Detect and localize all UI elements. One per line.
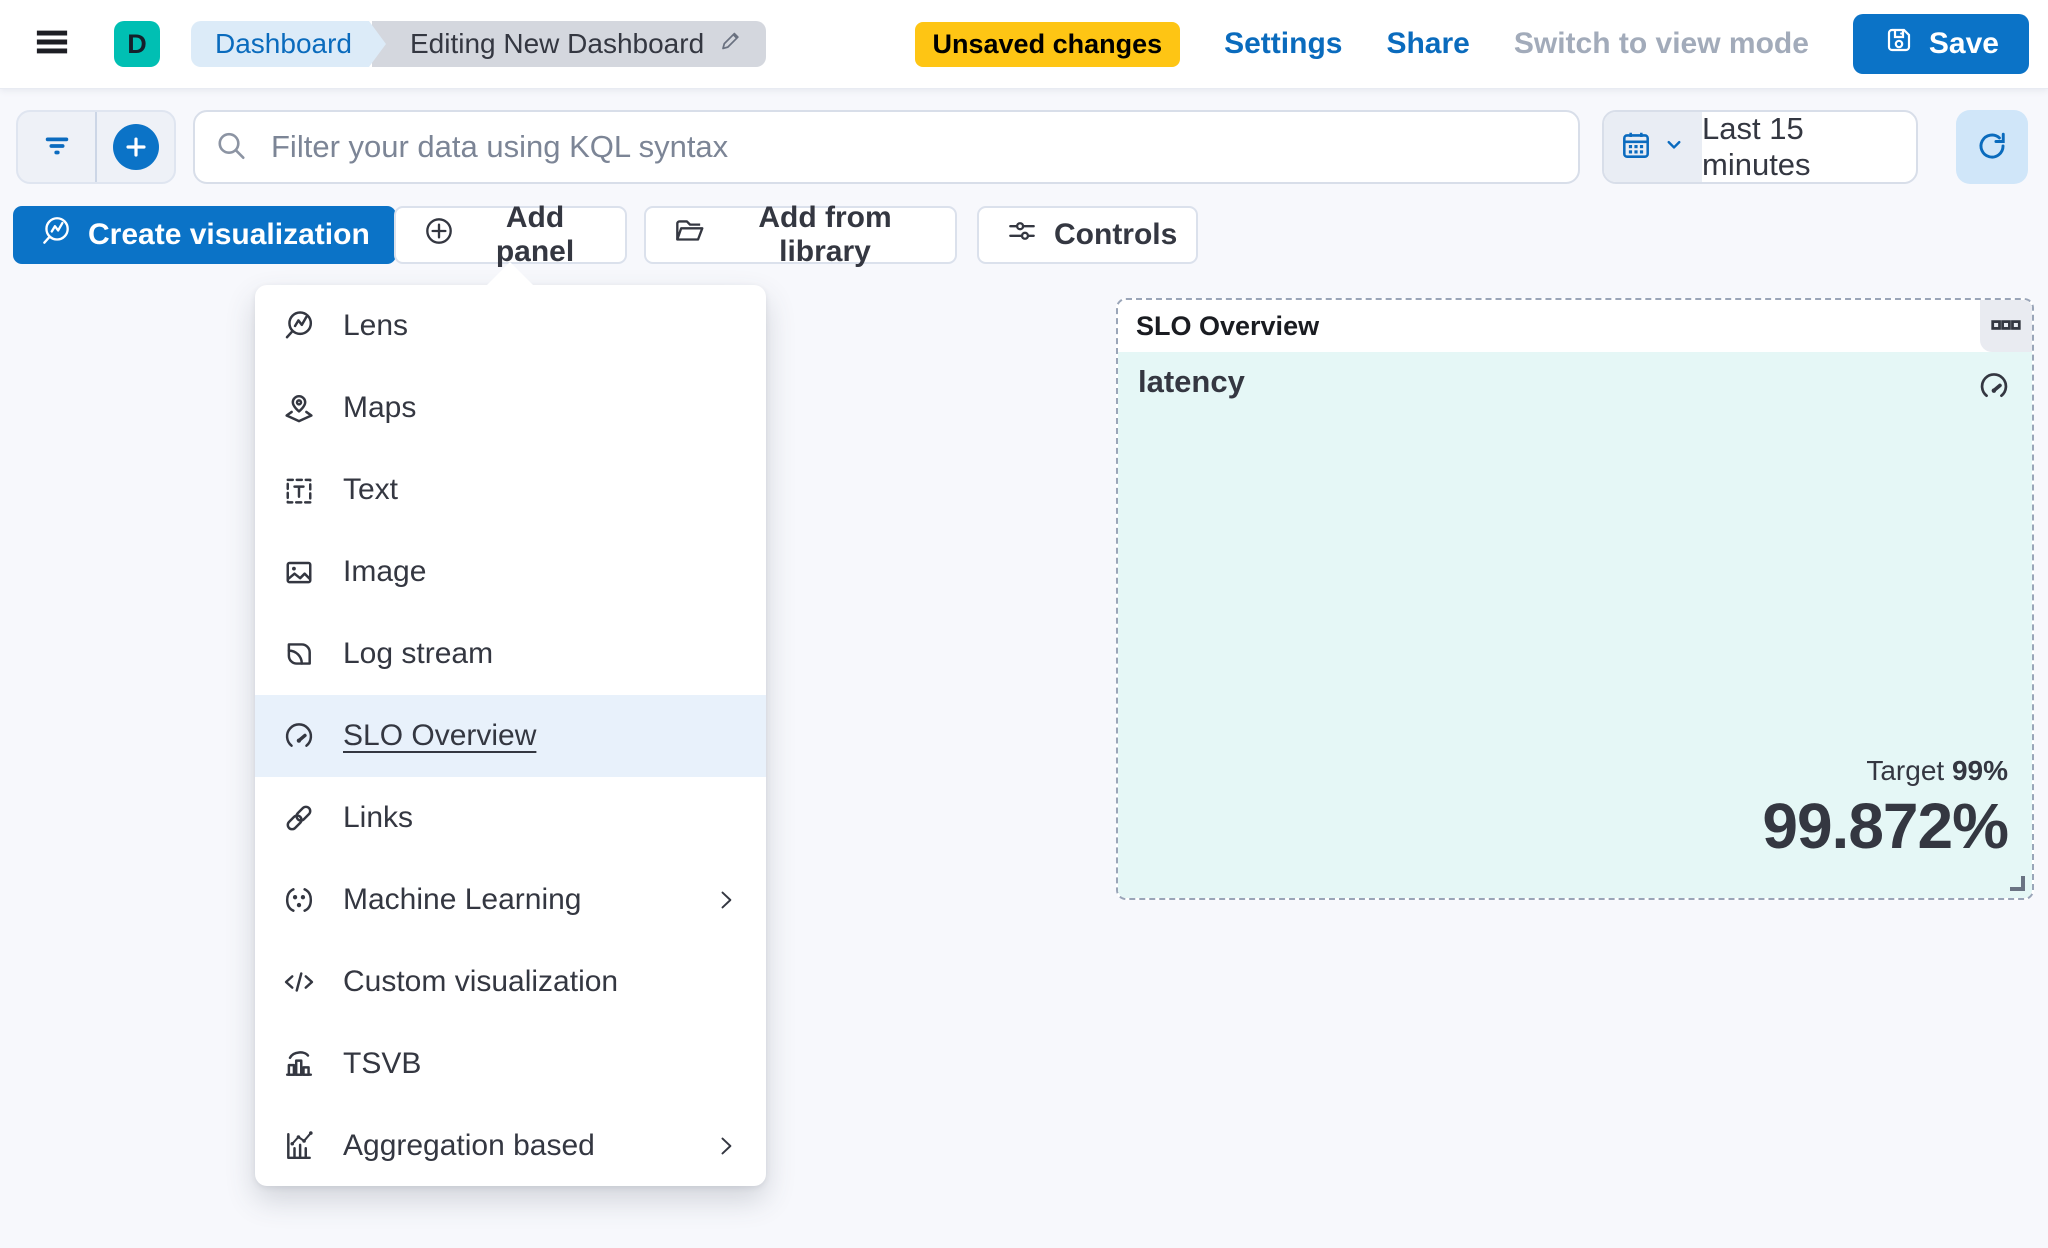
maps-icon (281, 390, 317, 426)
menu-item-label: Lens (343, 309, 409, 342)
menu-item-label: Maps (343, 391, 417, 424)
divider (95, 112, 97, 182)
unsaved-changes-badge: Unsaved changes (914, 21, 1181, 67)
menu-item-tsvb[interactable]: TSVB (255, 1023, 766, 1105)
pencil-icon (716, 27, 744, 62)
time-range-picker: Last 15 minutes (1602, 110, 1918, 184)
space-avatar[interactable]: D (114, 21, 160, 67)
slo-overview-panel: SLO Overview latency Target 99% 99.872% (1116, 298, 2034, 900)
image-icon (281, 554, 317, 590)
menu-item-lens[interactable]: Lens (255, 285, 766, 367)
tsvb-icon (281, 1046, 317, 1082)
menu-item-label: Aggregation based (343, 1129, 595, 1162)
sli-value: 99.872% (1762, 790, 2009, 862)
target-label: Target (1866, 755, 1945, 786)
controls-button[interactable]: Controls (977, 206, 1198, 264)
controls-label: Controls (1054, 218, 1178, 251)
chevron-right-icon (712, 1132, 740, 1160)
breadcrumb-label: Editing New Dashboard (409, 28, 705, 59)
create-visualization-button[interactable]: Create visualization (13, 206, 396, 264)
slo-metric: Target 99% 99.872% (1762, 752, 2009, 862)
links-icon (281, 800, 317, 836)
machine-learning-icon (281, 882, 317, 918)
lens-app-icon (39, 214, 73, 256)
add-panel-label: Add panel (495, 201, 575, 268)
breadcrumb-editing-new-dashboard[interactable]: Editing New Dashboard (371, 21, 767, 67)
menu-item-text[interactable]: Text (255, 449, 766, 531)
menu-hamburger-button[interactable] (28, 20, 76, 68)
gauge-icon (1976, 368, 2012, 409)
menu-item-image[interactable]: Image (255, 531, 766, 613)
settings-link[interactable]: Settings (1224, 27, 1343, 60)
popover-arrow (484, 262, 536, 288)
boxes-horizontal-icon (1989, 308, 2023, 345)
top-navigation-bar: D Dashboard Editing New Dashboard Unsave… (0, 0, 2048, 88)
share-link[interactable]: Share (1386, 27, 1470, 60)
menu-item-label: Log stream (343, 637, 494, 670)
plus-in-circle-icon (422, 214, 456, 256)
folder-icon (672, 214, 706, 256)
hamburger-icon (30, 20, 74, 69)
panel-body: latency Target 99% 99.872% (1118, 352, 2032, 898)
add-from-library-button[interactable]: Add from library (644, 201, 957, 268)
menu-item-log-stream[interactable]: Log stream (255, 613, 766, 695)
filter-settings-button[interactable] (18, 112, 95, 182)
menu-item-label: Image (343, 555, 427, 588)
menu-item-custom-visualization[interactable]: Custom visualization (255, 941, 766, 1023)
slo-overview-icon (281, 718, 317, 754)
menu-item-label: Text (343, 473, 399, 506)
slo-name: latency (1138, 364, 1245, 399)
add-from-library-label: Add from library (758, 201, 892, 268)
create-visualization-label: Create visualization (88, 218, 370, 251)
kql-search-input[interactable] (193, 110, 1580, 184)
filter-controls-pill (16, 110, 176, 184)
menu-item-maps[interactable]: Maps (255, 367, 766, 449)
menu-item-label: SLO Overview (343, 719, 537, 752)
panel-options-button[interactable] (1980, 300, 2032, 352)
menu-item-aggregation-based[interactable]: Aggregation based (255, 1105, 766, 1186)
plus-circle-icon (112, 124, 159, 170)
add-filter-button[interactable] (97, 112, 174, 182)
log-stream-icon (281, 636, 317, 672)
save-icon (1883, 24, 1915, 64)
menu-item-machine-learning[interactable]: Machine Learning (255, 859, 766, 941)
lens-icon (281, 308, 317, 344)
aggregation-based-icon (281, 1128, 317, 1164)
refresh-icon (1974, 128, 2010, 167)
calendar-dropdown-button[interactable] (1604, 112, 1702, 182)
chevron-down-icon (1661, 132, 1687, 163)
menu-item-label: Machine Learning (343, 883, 582, 916)
target-value: 99% (1951, 755, 2008, 786)
menu-item-links[interactable]: Links (255, 777, 766, 859)
save-button-label: Save (1928, 27, 1999, 60)
menu-item-label: Custom visualization (343, 965, 619, 998)
panel-header: SLO Overview (1118, 300, 2032, 352)
add-panel-button[interactable]: Add panel (394, 201, 627, 268)
calendar-icon (1619, 128, 1653, 167)
time-range-value[interactable]: Last 15 minutes (1702, 111, 1811, 182)
menu-item-label: Links (343, 801, 414, 834)
text-icon (281, 472, 317, 508)
custom-visualization-icon (281, 964, 317, 1000)
panel-title: SLO Overview (1136, 310, 1320, 341)
refresh-button[interactable] (1956, 110, 2028, 184)
menu-item-slo-overview[interactable]: SLO Overview (255, 695, 766, 777)
save-button[interactable]: Save (1852, 14, 2029, 74)
breadcrumb: Dashboard Editing New Dashboard (191, 21, 767, 67)
topnav-actions: Unsaved changes Settings Share Switch to… (914, 0, 2029, 88)
switch-to-view-mode-link[interactable]: Switch to view mode (1513, 27, 1809, 60)
breadcrumb-dashboard[interactable]: Dashboard (191, 21, 386, 67)
panel-resize-handle[interactable] (2010, 876, 2025, 891)
chevron-right-icon (712, 886, 740, 914)
filter-icon (37, 125, 77, 170)
sliders-icon (1005, 214, 1039, 256)
menu-item-label: TSVB (343, 1047, 422, 1080)
